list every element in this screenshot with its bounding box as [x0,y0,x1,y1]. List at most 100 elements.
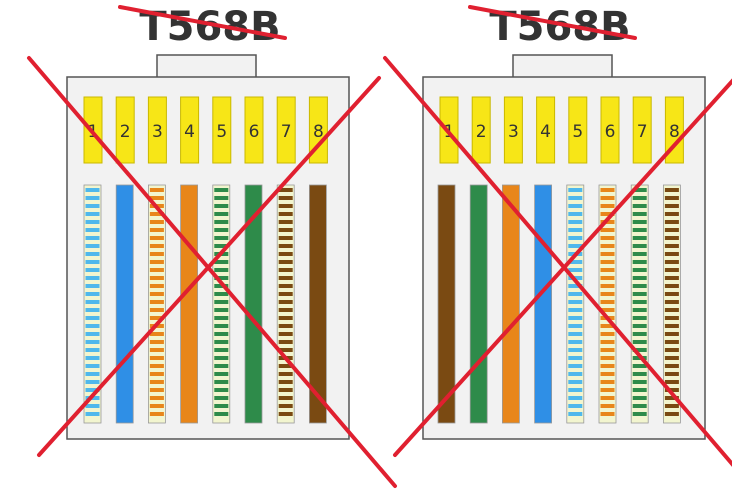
wire-stripe [568,396,583,400]
wire-stripe [600,332,615,336]
wire-stripe [214,300,229,304]
wire-stripe [664,212,679,216]
wire-stripe [149,252,164,256]
pin-number: 6 [249,122,260,142]
pin-contact [664,96,684,164]
pin-number: 4 [540,122,551,142]
wire [598,184,617,424]
pin-number: 5 [572,122,583,142]
pin-number: 8 [313,122,324,142]
wire-stripe [632,292,647,296]
wire-stripe [568,220,583,224]
wire-stripe [664,316,679,320]
wire-stripe [85,188,100,192]
wire-stripe [600,236,615,240]
wire-stripe [149,260,164,264]
latch-tab [512,54,613,79]
pin-contact [115,96,135,164]
connector-left: T568B12345678 [27,4,397,488]
wire-stripe [278,292,293,296]
pin-number: 3 [508,122,519,142]
wire-stripe [632,412,647,416]
wire [534,184,552,424]
wire-stripe [600,276,615,280]
wire-stripe [214,196,229,200]
wire-stripe [85,260,100,264]
wire-stripe [214,260,229,264]
wire-stripe [632,348,647,352]
wire-stripe [85,356,100,360]
pin-number: 8 [669,122,680,142]
wire-stripe [568,340,583,344]
wire-stripe [85,388,100,392]
wire [437,184,456,424]
wire-stripe [214,292,229,296]
wire-stripe [214,380,229,384]
pin-contact [180,96,200,164]
wire-stripe [664,188,679,192]
wire-stripe [214,236,229,240]
wire-stripe [278,220,293,224]
wire-stripe [664,388,679,392]
wire-stripe [214,340,229,344]
wire-stripe [632,276,647,280]
wire-stripe [85,340,100,344]
wire-stripe [600,380,615,384]
wire-stripe [632,220,647,224]
wire-stripe [568,412,583,416]
wire-stripe [85,292,100,296]
wire-stripe [600,212,615,216]
wire-stripe [664,364,679,368]
wire-stripe [85,412,100,416]
wire-stripe [278,276,293,280]
wire-stripe [600,244,615,248]
wire-stripe [664,260,679,264]
wire-stripe [85,220,100,224]
wire-stripe [278,348,293,352]
wire-stripe [600,188,615,192]
wire-stripe [568,268,583,272]
wire-stripe [85,348,100,352]
pin-contact [536,96,556,164]
wire [501,184,520,424]
wire-stripe [278,340,293,344]
wire-stripe [568,196,583,200]
wire-stripe [632,380,647,384]
wire-stripe [632,396,647,400]
wire-stripe [214,268,229,272]
wire-stripe [632,284,647,288]
wire-stripe [149,236,164,240]
wire-stripe [278,332,293,336]
wire-stripe [278,372,293,376]
wire-stripe [600,260,615,264]
wire-stripe [85,204,100,208]
wire-stripe [149,228,164,232]
wire-stripe [85,308,100,312]
wire-stripe [600,412,615,416]
wire-stripe [214,284,229,288]
wire-stripe [214,324,229,328]
wire-stripe [214,244,229,248]
wire-stripe [600,388,615,392]
connector-title: T568B [489,4,630,50]
wire-stripe [278,260,293,264]
wire-stripe [664,284,679,288]
title-strike-line [118,5,287,40]
wire-stripe [278,380,293,384]
wire-stripe [664,308,679,312]
wire-stripe [149,372,164,376]
pin-number: 7 [281,122,292,142]
wire-stripe [600,204,615,208]
wire-stripe [664,300,679,304]
wire-stripe [664,356,679,360]
wire-stripe [632,188,647,192]
wire-stripe [149,388,164,392]
wire-stripe [278,188,293,192]
wire-stripe [85,196,100,200]
wire-body [534,184,552,424]
wire-stripe [149,244,164,248]
wire-stripe [600,228,615,232]
wire-stripe [149,332,164,336]
wire-stripe [278,316,293,320]
wire-stripe [568,372,583,376]
